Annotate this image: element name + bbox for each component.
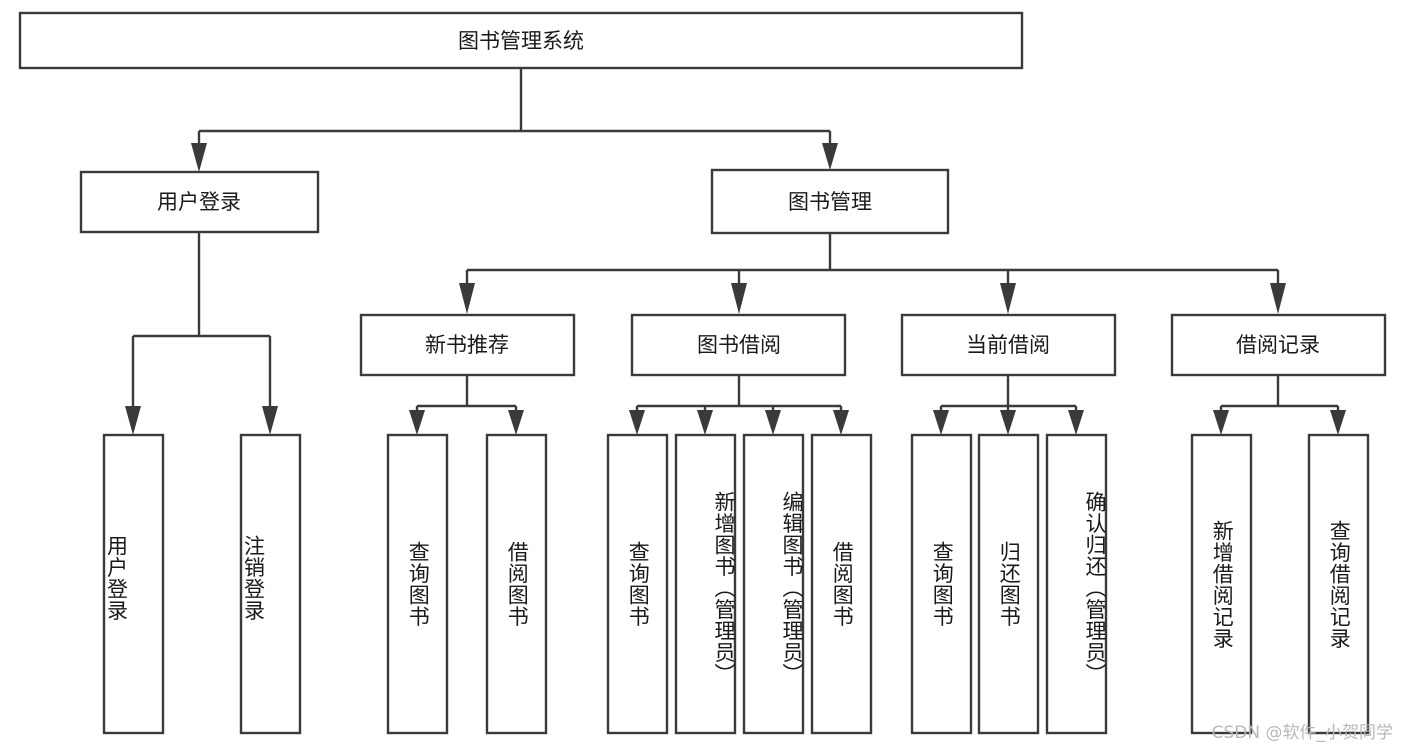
arrow-leaf-add-record xyxy=(1213,410,1229,435)
connector-layer xyxy=(125,68,1346,435)
arrow-leaf-query-record xyxy=(1330,410,1346,435)
node-leaf-logout[interactable] xyxy=(239,433,302,735)
arrow-leaf-borrow-book-2 xyxy=(833,410,849,435)
node-leaf-query-book-1[interactable] xyxy=(386,433,449,735)
node-leaf-user-login[interactable] xyxy=(102,433,165,735)
arrow-leaf-borrow-book-1 xyxy=(508,410,524,435)
node-book-manage[interactable] xyxy=(710,168,950,235)
node-leaf-return-book[interactable] xyxy=(977,433,1040,735)
node-borrow-record-label: 借阅记录 xyxy=(1236,333,1320,357)
node-user-login-label: 用户登录 xyxy=(157,190,241,214)
node-leaf-borrow-book-1[interactable] xyxy=(485,433,548,735)
arrow-leaf-return-book xyxy=(1000,410,1016,435)
node-leaf-query-book-2[interactable] xyxy=(606,433,669,735)
arrow-book-borrow xyxy=(731,283,747,314)
node-book-borrow-label: 图书借阅 xyxy=(697,333,781,357)
node-borrow-record[interactable] xyxy=(1170,313,1387,377)
arrow-user-login xyxy=(191,143,207,172)
node-user-login[interactable] xyxy=(79,170,320,234)
node-leaf-query-record[interactable] xyxy=(1307,433,1370,735)
node-book-manage-label: 图书管理 xyxy=(788,190,872,214)
node-leaf-query-book-3[interactable] xyxy=(910,433,973,735)
arrow-leaf-query-book-2 xyxy=(629,410,645,435)
arrow-current-borrow xyxy=(1000,283,1016,314)
node-current-borrow-label: 当前借阅 xyxy=(966,333,1050,357)
arrow-leaf-logout xyxy=(262,406,278,435)
arrow-leaf-user-login xyxy=(125,406,141,435)
arrow-book-manage xyxy=(822,143,838,170)
node-root[interactable] xyxy=(18,11,1024,70)
node-new-book-recommend[interactable] xyxy=(359,313,576,377)
arrow-new-book-recommend xyxy=(459,283,475,314)
node-leaf-add-record[interactable] xyxy=(1190,433,1253,735)
arrow-leaf-edit-book xyxy=(765,410,781,435)
node-new-book-recommend-label: 新书推荐 xyxy=(425,333,509,357)
node-root-label: 图书管理系统 xyxy=(458,29,584,53)
node-layer: 图书管理系统 用户登录 图书管理 新书推荐 图书借阅 当前借阅 借阅记录 xyxy=(18,11,1387,735)
arrow-leaf-query-book-1 xyxy=(409,410,425,435)
node-leaf-borrow-book-2[interactable] xyxy=(810,433,873,735)
node-book-borrow[interactable] xyxy=(630,313,847,377)
arrow-leaf-confirm-return xyxy=(1068,410,1084,435)
arrow-leaf-add-book xyxy=(697,410,713,435)
arrow-borrow-record xyxy=(1270,283,1286,314)
arrow-leaf-query-book-3 xyxy=(933,410,949,435)
node-leaf-confirm-return[interactable] xyxy=(1045,433,1108,735)
node-leaf-edit-book[interactable] xyxy=(742,433,805,735)
node-current-borrow[interactable] xyxy=(900,313,1117,377)
node-leaf-add-book[interactable] xyxy=(674,433,737,735)
